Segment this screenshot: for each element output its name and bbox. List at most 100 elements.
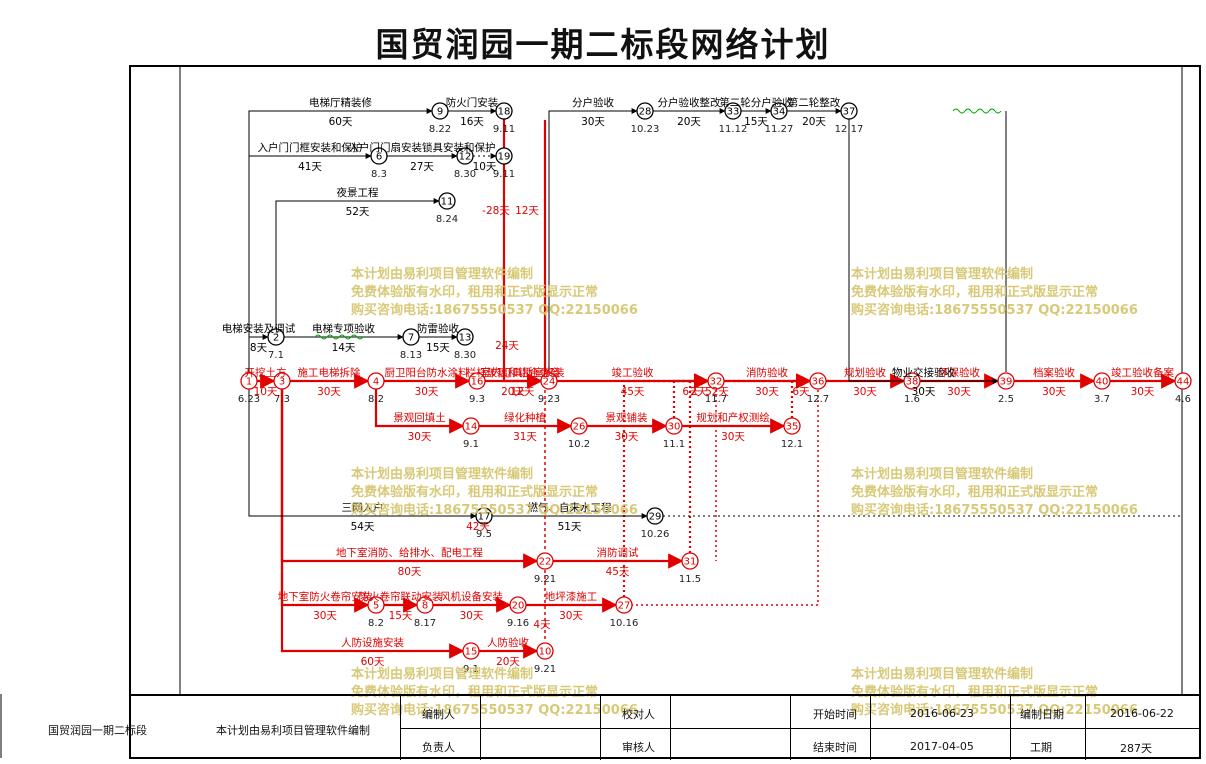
activity-duration-39-40: 30天	[1042, 386, 1066, 398]
node-date-44: 4.6	[1175, 394, 1191, 405]
footer-software: 本计划由易利项目管理软件编制	[216, 724, 370, 737]
footer-start-label: 开始时间	[813, 708, 857, 721]
node-id-2: 2	[273, 333, 279, 344]
node-date-30: 11.1	[663, 439, 685, 450]
node-3	[273, 372, 291, 390]
node-id-36: 36	[812, 377, 825, 388]
activity-arrow-18-24	[502, 119, 543, 389]
footer-compile-date-label: 编制日期	[1020, 708, 1064, 721]
node-18	[495, 102, 513, 120]
activity-name-39-40: 档案验收	[1033, 366, 1075, 379]
node-date-34: 11.27	[765, 124, 794, 135]
node-date-37: 12.17	[835, 124, 864, 135]
activity-name-5-8: 防火卷帘联动安装	[359, 590, 443, 603]
node-date-4: 8.2	[368, 394, 384, 405]
node-id-34: 34	[773, 107, 786, 118]
node-date-38: 1.6	[904, 394, 920, 405]
activity-labels: 开挖土方10天施工电梯拆除30天厨卫阳台防水涂料30天栏杆玻璃和铝合金窗20天竣…	[222, 96, 1175, 668]
activity-duration-34-37: 20天	[802, 116, 826, 128]
node-id-40: 40	[1096, 377, 1109, 388]
activity-duration-4-16: 30天	[415, 386, 439, 398]
footer-compiler-label: 编制人	[422, 708, 455, 721]
activity-name-1-9: 电梯厅精装修	[309, 96, 372, 109]
activity-duration-1-9: 60天	[329, 116, 353, 128]
node-11	[438, 192, 456, 210]
activity-duration-28-33: 20天	[677, 116, 701, 128]
activity-name-24-32: 竣工验收	[612, 366, 654, 379]
free-float-wave-2-7	[314, 334, 364, 340]
activity-duration-31-32: 2天	[690, 386, 708, 398]
activity-name-6-12: 入户门门扇安装锁具安装和保护	[349, 141, 496, 154]
page-title: 国贸润园一期二标段网络计划	[375, 25, 831, 64]
node-28	[636, 102, 654, 120]
node-date-18: 9.11	[493, 124, 515, 135]
footer-table: 本计划由易利项目管理软件编制 编制人 校对人 开始时间 2016-06-23 编…	[130, 694, 1200, 760]
activity-duration-38-39: 30天	[947, 386, 971, 398]
node-id-29: 29	[649, 512, 662, 523]
activity-name-4-14: 景观回填土	[393, 411, 446, 424]
activity-arrow-3-15	[280, 389, 465, 659]
activity-duration-30-35: 30天	[721, 431, 745, 443]
node-date-33: 11.12	[719, 124, 748, 135]
node-17	[475, 507, 493, 525]
node-id-10: 10	[539, 647, 552, 658]
activity-duration-35-36: 6天	[792, 386, 810, 398]
node-date-7: 8.13	[400, 350, 422, 361]
activity-duration-6-12: 27天	[410, 161, 434, 173]
activity-name-34-37: 第二轮整改	[788, 96, 841, 109]
activity-duration-1-17: 54天	[351, 521, 375, 533]
activity-name-3-4: 施工电梯拆除	[298, 366, 361, 379]
node-id-44: 44	[1177, 377, 1190, 388]
node-id-18: 18	[498, 107, 511, 118]
node-15	[462, 642, 480, 660]
float-label-dur_4: 4天	[533, 619, 551, 631]
node-29	[646, 507, 664, 525]
activity-duration-2-11: 52天	[346, 206, 370, 218]
activity-links	[248, 108, 1182, 659]
node-date-11: 8.24	[436, 214, 458, 225]
node-5	[367, 596, 385, 614]
node-id-8: 8	[422, 601, 428, 612]
node-id-27: 27	[618, 601, 631, 612]
footer-duration-value: 287天	[1120, 742, 1152, 755]
node-4	[367, 372, 385, 390]
activity-arrow-1-17	[248, 389, 477, 519]
node-date-24: 9.23	[538, 394, 560, 405]
node-34	[770, 102, 788, 120]
node-2	[267, 328, 285, 346]
node-date-26: 10.2	[568, 439, 590, 450]
node-id-37: 37	[843, 107, 856, 118]
node-26	[570, 417, 588, 435]
node-id-3: 3	[279, 377, 285, 388]
node-22	[536, 552, 554, 570]
node-date-14: 9.1	[463, 439, 479, 450]
watermark-4: 本计划由易利项目管理软件编制免费体验版有水印，租用和正式版显示正常购买咨询电话:…	[851, 467, 1138, 518]
node-date-31: 11.5	[679, 574, 701, 585]
activity-duration-18-24: 12天	[511, 386, 535, 398]
activity-name-16-24: 栏杆玻璃和铝合金窗	[466, 366, 561, 379]
activity-name-18-24: 室内灯具插座安装	[481, 366, 565, 379]
node-id-19: 19	[498, 152, 511, 163]
activity-name-1-2: 电梯安装及调试	[222, 322, 296, 335]
node-24	[540, 372, 558, 390]
node-date-22: 9.21	[534, 574, 556, 585]
node-1	[240, 372, 258, 390]
node-9	[431, 102, 449, 120]
node-id-15: 15	[465, 647, 478, 658]
activity-name-1-17: 三网入户	[342, 501, 384, 514]
node-39	[997, 372, 1015, 390]
float-label-float_neg: -28天	[482, 205, 510, 217]
watermark-3: 本计划由易利项目管理软件编制免费体验版有水印，租用和正式版显示正常购买咨询电话:…	[351, 467, 638, 518]
activity-duration-27-36: 52天	[705, 386, 729, 398]
node-id-30: 30	[668, 422, 681, 433]
node-date-32: 11.7	[705, 394, 727, 405]
activity-name-40-44: 竣工验收备案	[1111, 366, 1174, 379]
activity-arrow-4-14	[374, 389, 465, 434]
node-id-5: 5	[373, 601, 379, 612]
node-date-27: 10.16	[610, 618, 639, 629]
footer-responsible-label: 负责人	[422, 741, 455, 754]
node-36	[809, 372, 827, 390]
activity-name-9-18: 防火门安装	[446, 96, 499, 109]
node-id-39: 39	[1000, 377, 1013, 388]
node-31	[681, 552, 699, 570]
